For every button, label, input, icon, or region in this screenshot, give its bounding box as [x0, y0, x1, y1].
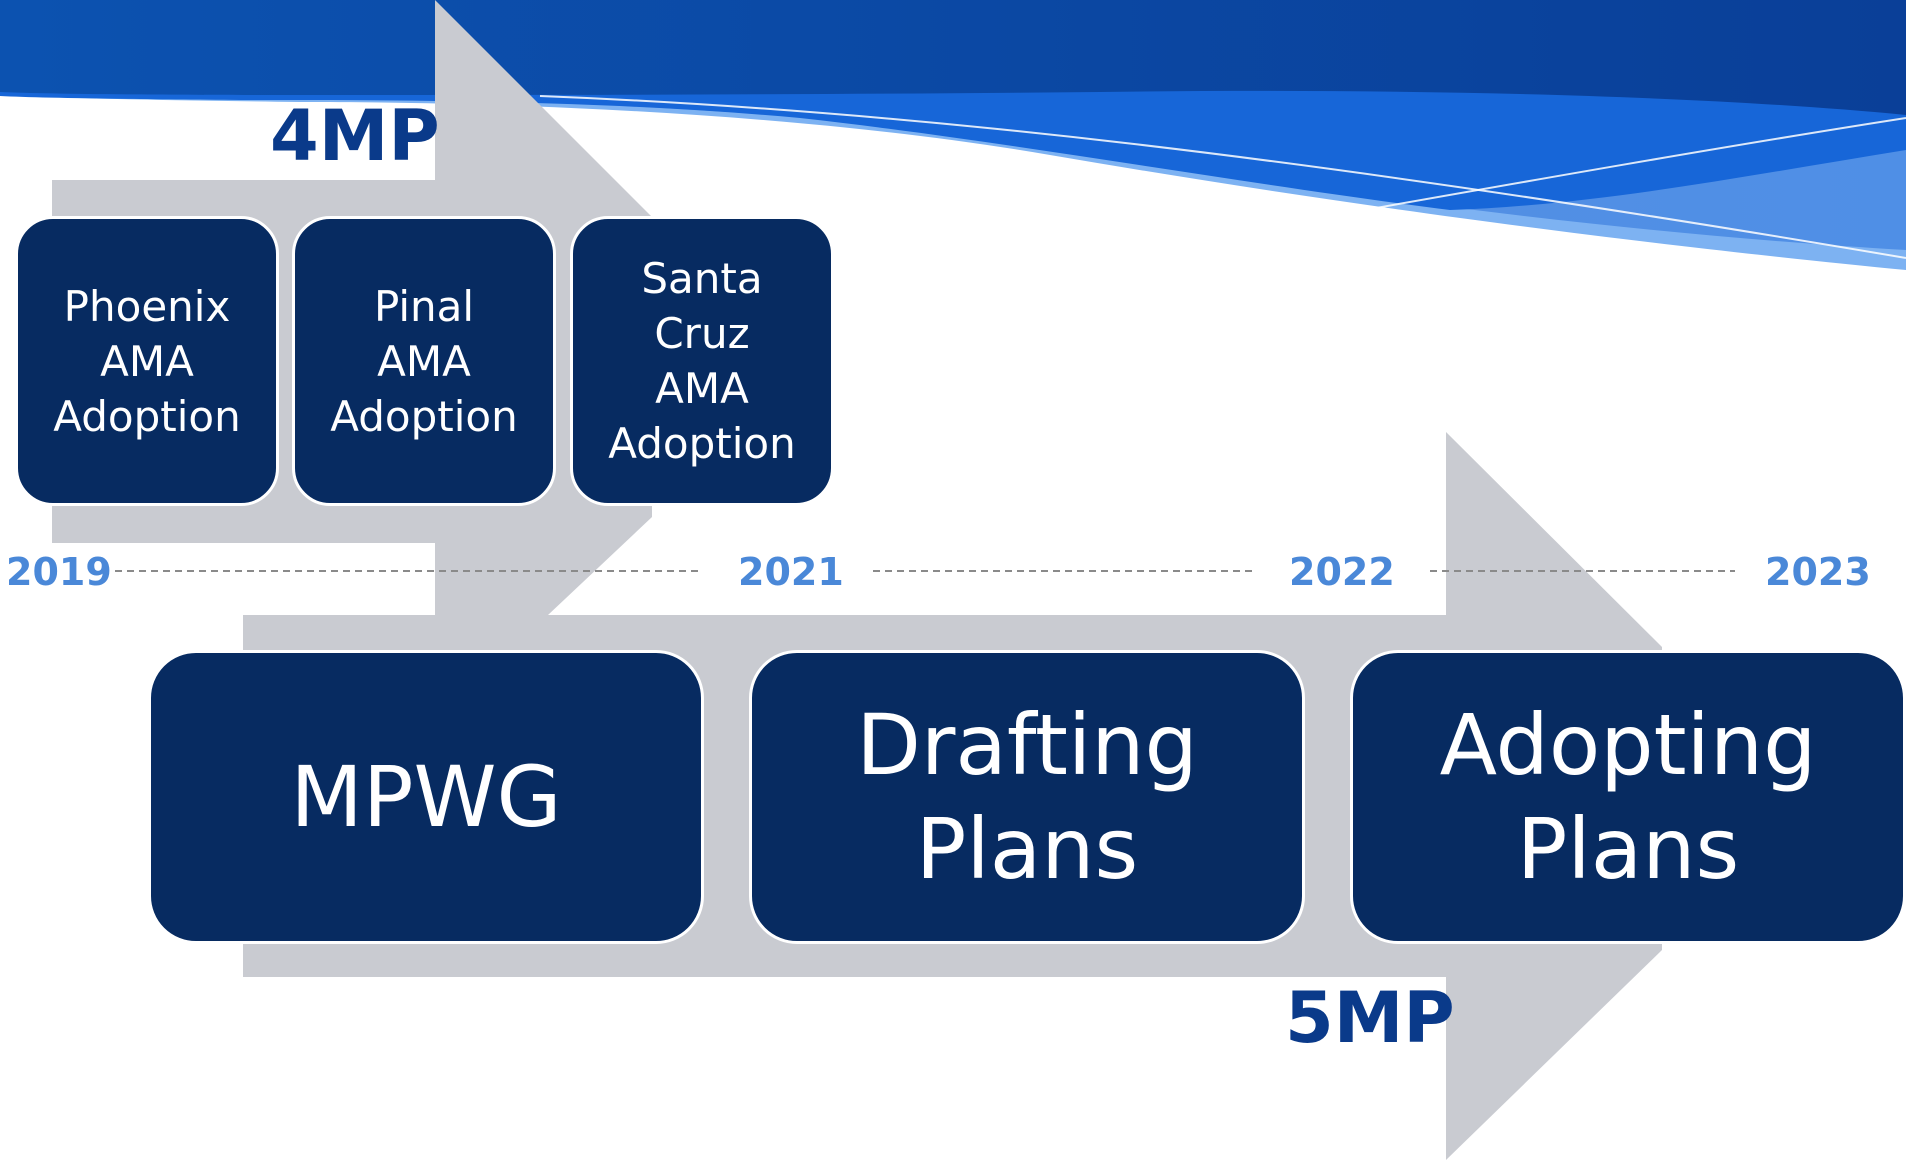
step-adopting-plans: Adopting Plans [1350, 650, 1906, 944]
step-phoenix-ama-adoption: Phoenix AMA Adoption [15, 216, 279, 506]
step-label: Phoenix AMA Adoption [53, 281, 241, 441]
year-label-2019: 2019 [6, 550, 112, 594]
step-santa-cruz-ama-adoption: Santa Cruz AMA Adoption [570, 216, 834, 506]
bottom-arrow-label: 5MP [1285, 977, 1455, 1059]
step-label: Adopting Plans [1439, 696, 1817, 898]
step-label: Pinal AMA Adoption [330, 281, 518, 441]
year-label-2023: 2023 [1765, 550, 1871, 594]
year-label-2022: 2022 [1289, 550, 1395, 594]
step-label: Drafting Plans [856, 696, 1198, 898]
year-label-2021: 2021 [738, 550, 844, 594]
step-mpwg: MPWG [148, 650, 704, 944]
step-drafting-plans: Drafting Plans [749, 650, 1305, 944]
step-label: MPWG [290, 748, 562, 846]
step-pinal-ama-adoption: Pinal AMA Adoption [292, 216, 556, 506]
step-label: Santa Cruz AMA Adoption [608, 254, 796, 468]
top-arrow-label: 4MP [270, 95, 440, 177]
